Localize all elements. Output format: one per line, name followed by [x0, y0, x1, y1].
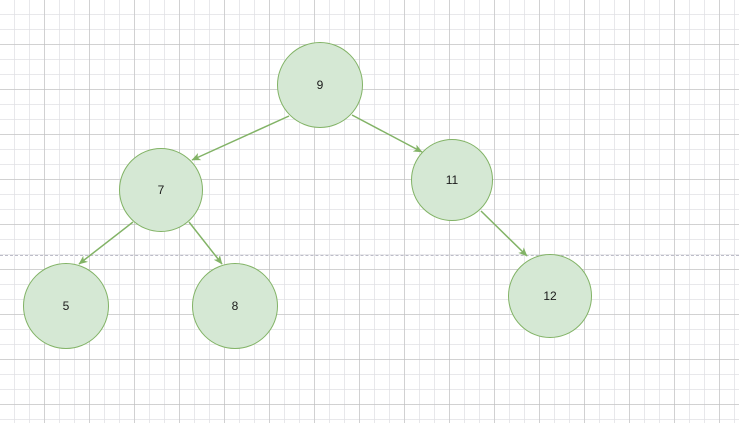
- tree-node-label: 11: [445, 173, 459, 187]
- tree-node-left-left[interactable]: 5: [23, 263, 109, 349]
- tree-node-label: 7: [157, 183, 165, 197]
- edge-9-to-7[interactable]: [191, 115, 290, 161]
- horizontal-alignment-guide: [0, 255, 739, 256]
- tree-node-label: 8: [231, 299, 239, 313]
- tree-node-label: 5: [62, 299, 70, 313]
- edge-9-to-11[interactable]: [351, 114, 423, 153]
- tree-node-label: 9: [316, 78, 324, 92]
- tree-node-right[interactable]: 11: [411, 139, 493, 221]
- tree-node-left[interactable]: 7: [119, 148, 203, 232]
- edge-7-to-8[interactable]: [188, 221, 223, 265]
- tree-node-label: 12: [543, 289, 557, 303]
- tree-node-left-right[interactable]: 8: [192, 263, 278, 349]
- tree-node-root[interactable]: 9: [277, 42, 363, 128]
- tree-node-right-right[interactable]: 12: [508, 254, 592, 338]
- edge-11-to-12[interactable]: [480, 210, 528, 257]
- edge-7-to-5[interactable]: [78, 221, 134, 265]
